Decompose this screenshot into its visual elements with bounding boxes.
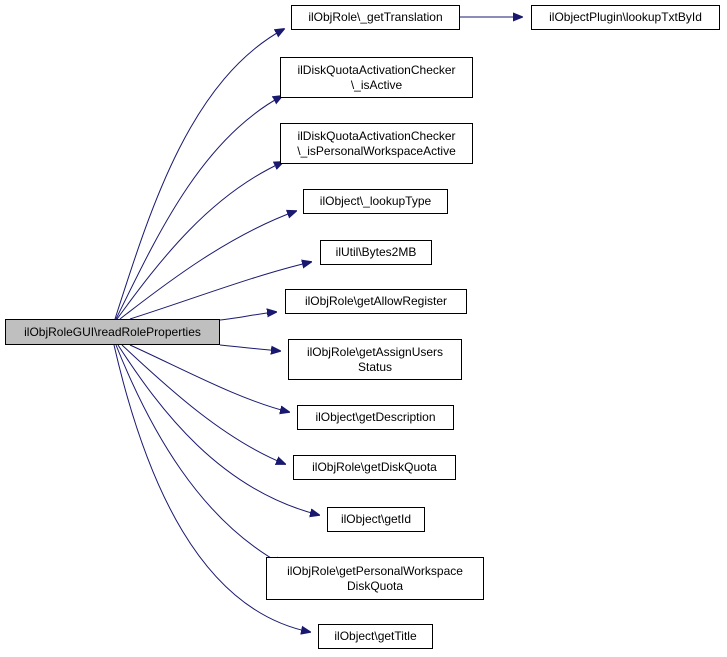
node-bytes2mb[interactable]: ilUtil\Bytes2MB [320,240,432,265]
edge-root-to-get_id [117,344,319,515]
node-label-line1: ilObjRole\getAssignUsers [306,344,444,359]
node-getdiskquota[interactable]: ilObjRole\getDiskQuota [293,455,456,480]
node-label: ilObject\getDescription [315,410,436,424]
node-lookuptxtbyid[interactable]: ilObjectPlugin\lookupTxtById [531,5,720,30]
node-label-line1: ilDiskQuotaActivationChecker [297,62,456,77]
edge-root-to-lookup_type [119,211,296,320]
node-label: ilObjRole\_getTranslation [308,10,443,24]
node-label: ilObject\getTitle [334,629,417,643]
node-label-line1: ilObjRole\getPersonalWorkspace [287,563,463,578]
node-lookuptype[interactable]: ilObject\_lookupType [303,189,448,214]
node-getid[interactable]: ilObject\getId [327,507,425,532]
node-getpersonalworkspacediskquota[interactable]: ilObjRole\getPersonalWorkspace DiskQuota [266,557,484,600]
node-label: ilObject\_lookupType [319,194,432,208]
node-getallowregister[interactable]: ilObjRole\getAllowRegister [285,289,467,314]
edge-root-to-get_personal_workspace_disk_quota [115,344,283,565]
edge-root-to-get_description [129,344,289,412]
node-label: ilObjRoleGUI\readRoleProperties [24,324,201,339]
node-label-line2: \_isPersonalWorkspaceActive [297,143,456,158]
node-gettranslation[interactable]: ilObjRole\_getTranslation [291,5,460,30]
node-getdescription[interactable]: ilObject\getDescription [297,405,454,430]
node-label: ilUtil\Bytes2MB [335,245,417,259]
edge-root-to-get_assign_users_status [219,344,280,351]
node-label-line1: ilDiskQuotaActivationChecker [297,128,456,143]
edge-root-to-get_disk_quota [121,344,285,464]
node-label-line2: Status [357,359,393,374]
node-gettitle[interactable]: ilObject\getTitle [318,624,433,649]
node-label: ilObject\getId [340,512,412,526]
node-label: ilObjRole\getDiskQuota [312,460,437,474]
node-label: ilObjRole\getAllowRegister [304,294,448,308]
node-label-line2: \_isActive [350,77,403,92]
edge-root-to-bytes2mb [129,262,311,320]
node-ispersonalworkspaceactive[interactable]: ilDiskQuotaActivationChecker \_isPersona… [280,123,473,164]
node-isactive[interactable]: ilDiskQuotaActivationChecker \_isActive [280,57,473,98]
node-getassignusersstatus[interactable]: ilObjRole\getAssignUsers Status [288,339,462,380]
edge-root-to-is_personal_workspace_active [116,162,283,320]
node-label-line2: DiskQuota [346,578,404,593]
node-root-readroleproperties[interactable]: ilObjRoleGUI\readRoleProperties [5,319,220,345]
edge-root-to-get_translation [114,29,284,320]
edge-root-to-get_allow_register [219,312,276,321]
edge-root-to-get_title [113,344,310,632]
node-label: ilObjectPlugin\lookupTxtById [549,10,702,24]
edge-root-to-is_active [115,96,282,320]
